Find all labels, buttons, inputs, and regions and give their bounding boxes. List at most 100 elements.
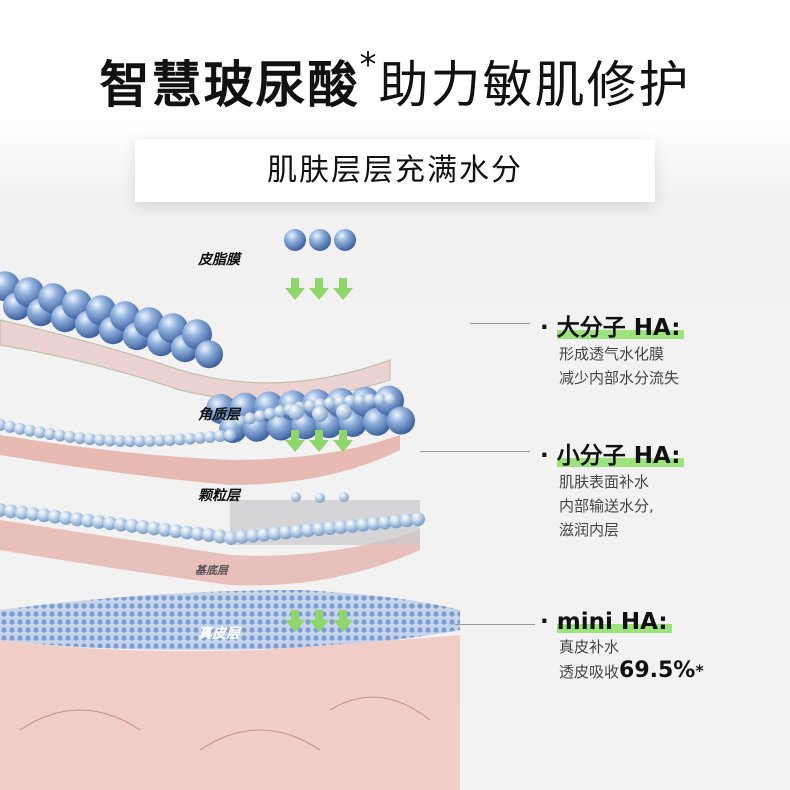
ha-bead — [114, 517, 128, 532]
bullet: · — [540, 315, 549, 341]
ha-bead — [284, 229, 306, 251]
ha-bead — [164, 434, 176, 447]
ha-bead — [34, 426, 46, 439]
title-rest: 助力敏肌修护 — [378, 56, 691, 114]
ha-desc-line: 减少内部水分流失 — [559, 369, 680, 387]
ha-bead — [4, 504, 18, 519]
ha-bead — [224, 429, 236, 442]
ha-bead — [389, 514, 403, 529]
granular-layer — [0, 500, 425, 586]
ha-bead — [334, 229, 356, 251]
skin-layers-illustration — [0, 229, 460, 790]
ha-bead — [134, 435, 146, 448]
ha-desc-line: 形成透气水化膜 — [559, 345, 665, 363]
ha-bead — [364, 393, 376, 406]
ha-bead — [312, 522, 326, 537]
ha-bead — [124, 435, 136, 448]
ha-bead — [24, 424, 36, 437]
ha-bead — [194, 431, 206, 444]
ha-bead — [74, 432, 86, 445]
ha-bead — [158, 522, 172, 537]
ha-bead — [54, 429, 66, 442]
arrow-down-icon — [333, 610, 353, 632]
ha-bead — [315, 493, 325, 503]
absorb-asterisk: * — [695, 661, 704, 680]
title-bold: 智慧玻尿酸 — [99, 56, 360, 114]
ha-bead — [279, 525, 293, 540]
ha-bead — [92, 514, 106, 529]
ha-bead — [125, 518, 139, 533]
ha-bead — [246, 528, 260, 543]
ha-bead — [345, 518, 359, 533]
ha-bead — [374, 393, 386, 406]
ha-bead — [213, 529, 227, 544]
ha-bead — [334, 519, 348, 534]
ha-bead — [169, 524, 183, 539]
page-title: 智慧玻尿酸*助力敏肌修护 — [0, 45, 790, 117]
ha-bead — [324, 397, 336, 409]
ha-bead — [4, 420, 16, 433]
ha-title: mini HA: — [556, 609, 672, 635]
ha-bead — [224, 530, 238, 545]
ha-bead — [363, 407, 391, 436]
ha-bead — [204, 430, 216, 443]
ha-desc-line: 真皮补水 — [559, 638, 620, 656]
ha-bead — [288, 404, 304, 420]
ha-bead — [235, 529, 249, 544]
ha-bead — [70, 512, 84, 527]
corneum-layer — [0, 393, 400, 485]
ha-bead — [202, 528, 216, 543]
ha-bead — [94, 433, 106, 446]
ha-bead — [114, 434, 126, 447]
ha-bead — [147, 521, 161, 536]
ha-bead — [14, 422, 26, 435]
ha-bead — [384, 393, 396, 406]
ha-bead — [195, 340, 223, 369]
ha-bead — [103, 516, 117, 531]
ha-bead — [184, 432, 196, 445]
ha-bead — [309, 229, 331, 251]
absorption-arrows — [285, 278, 353, 632]
ha-bead — [312, 406, 328, 422]
ha-bead — [354, 394, 366, 407]
absorb-value: 69.5% — [619, 658, 696, 683]
ha-bead — [411, 512, 425, 527]
ha-bead — [84, 433, 96, 446]
subtitle-box: 肌肤层层充满水分 — [135, 140, 655, 202]
ha-bead — [64, 430, 76, 443]
arrow-down-icon — [309, 278, 329, 300]
ha-bead — [267, 412, 295, 441]
ha-bead — [257, 527, 271, 542]
ha-bead — [234, 414, 246, 427]
ha-bead — [37, 508, 51, 523]
ha-bead — [214, 429, 226, 442]
dermis-layer — [0, 590, 460, 790]
title-asterisk: * — [359, 45, 379, 85]
ha-bead — [174, 433, 186, 446]
ha-title: 小分子 HA: — [556, 443, 685, 469]
ha-bead — [290, 524, 304, 539]
ha-title: 大分子 HA: — [556, 315, 685, 341]
layer-label-granular: 颗粒层 — [198, 488, 240, 504]
ha-bead — [378, 515, 392, 530]
ha-mini: ·mini HA: 真皮补水透皮吸收69.5%* — [540, 609, 704, 684]
ha-bead — [136, 520, 150, 535]
ha-bead — [336, 404, 352, 420]
ha-bead — [291, 492, 301, 502]
ha-bead — [191, 526, 205, 541]
arrow-down-icon — [333, 430, 353, 452]
pointer-line-large — [470, 323, 530, 324]
ha-bead — [339, 492, 349, 502]
layer-label-corneum: 角质层 — [198, 407, 240, 423]
ha-bead — [254, 409, 266, 422]
ha-bead — [387, 406, 415, 435]
ha-bead — [244, 412, 256, 425]
ha-bead — [264, 407, 276, 420]
ha-bead — [356, 517, 370, 532]
ha-bead — [59, 510, 73, 525]
ha-bead — [81, 513, 95, 528]
bullet: · — [540, 609, 549, 635]
ha-bead — [104, 434, 116, 447]
arrow-down-icon — [285, 278, 305, 300]
ha-bead — [144, 434, 156, 447]
